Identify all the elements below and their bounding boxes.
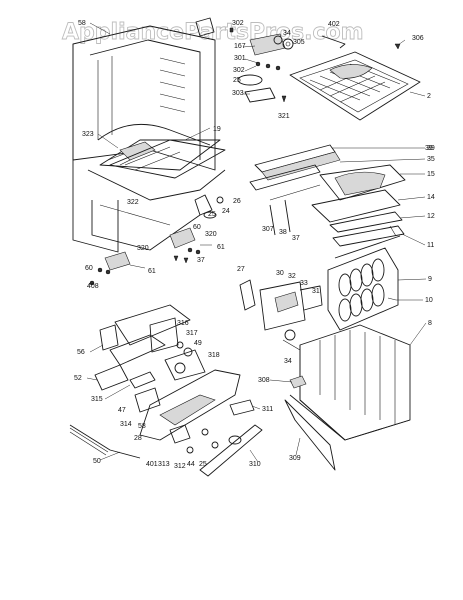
callout-322: 322 xyxy=(127,199,139,206)
callout-320b: 320 xyxy=(137,245,149,252)
callout-25c: 25 xyxy=(199,461,207,468)
callout-9: 9 xyxy=(428,276,432,283)
leader-lines xyxy=(86,22,427,463)
callout-52: 52 xyxy=(74,375,82,382)
callout-11: 11 xyxy=(427,242,434,249)
callout-56: 56 xyxy=(77,349,85,356)
callout-301: 301 xyxy=(234,55,246,62)
callout-60b: 60 xyxy=(85,265,93,272)
callout-314: 314 xyxy=(120,421,132,428)
callout-15: 15 xyxy=(427,171,435,178)
callout-28: 28 xyxy=(134,435,142,442)
callout-25b: 25 xyxy=(208,211,216,218)
callout-labels: 58 39 302 167 301 302 25 303 321 34 305 … xyxy=(74,20,435,470)
callout-408: 408 xyxy=(87,283,99,290)
callout-61b: 61 xyxy=(148,268,156,275)
callout-320: 320 xyxy=(205,231,217,238)
callout-37b: 37 xyxy=(292,235,300,242)
callout-167: 167 xyxy=(234,43,246,50)
callout-31: 31 xyxy=(312,288,320,295)
hinge-hardware xyxy=(89,194,224,286)
callout-30: 30 xyxy=(276,270,284,277)
callout-37: 37 xyxy=(197,257,205,264)
callout-12: 12 xyxy=(427,213,435,220)
dispenser-assembly xyxy=(69,304,263,477)
callout-313: 313 xyxy=(158,461,170,468)
callout-316: 316 xyxy=(177,320,189,327)
callout-310: 310 xyxy=(249,461,261,468)
callout-401: 401 xyxy=(146,461,158,468)
callout-312: 312 xyxy=(174,463,186,470)
callout-309: 309 xyxy=(289,455,301,462)
callout-14: 14 xyxy=(427,194,435,201)
callout-318: 318 xyxy=(208,352,220,359)
callout-302: 302 xyxy=(232,20,244,27)
callout-61: 61 xyxy=(217,244,225,251)
callout-27: 27 xyxy=(237,266,245,273)
callout-34: 34 xyxy=(283,30,291,37)
top-hardware xyxy=(195,17,401,103)
callout-58: 58 xyxy=(78,20,86,27)
callout-39b: 39 xyxy=(427,145,435,152)
callout-305: 305 xyxy=(293,39,305,46)
crisper-drawer-assembly xyxy=(249,144,406,259)
callout-38: 38 xyxy=(279,229,287,236)
callout-317: 317 xyxy=(186,330,198,337)
divider-shelf xyxy=(109,139,226,179)
callout-315: 315 xyxy=(91,396,103,403)
callout-60: 60 xyxy=(193,224,201,231)
callout-311: 311 xyxy=(262,406,273,413)
callout-44: 44 xyxy=(187,461,195,468)
callout-2: 2 xyxy=(427,93,431,100)
callout-19: 19 xyxy=(213,126,221,133)
callout-24: 24 xyxy=(222,208,230,215)
callout-306: 306 xyxy=(412,35,424,42)
callout-49: 49 xyxy=(194,340,202,347)
freezer-basket xyxy=(284,324,411,471)
ice-bucket xyxy=(327,247,399,331)
callout-8: 8 xyxy=(428,320,432,327)
callout-323: 323 xyxy=(82,131,94,138)
callout-39: 39 xyxy=(425,145,433,152)
callout-50: 50 xyxy=(93,458,101,465)
cabinet-assembly xyxy=(72,25,226,253)
ice-maker-mechanism xyxy=(239,279,323,351)
callout-303: 303 xyxy=(232,90,244,97)
callout-47: 47 xyxy=(118,407,126,414)
callout-26: 26 xyxy=(233,198,241,205)
top-shelf xyxy=(289,51,421,121)
callout-321: 321 xyxy=(278,113,290,120)
callout-58b: 58 xyxy=(138,423,146,430)
callout-307: 307 xyxy=(262,226,274,233)
callout-33: 33 xyxy=(300,280,308,287)
callout-35: 35 xyxy=(427,156,435,163)
callout-302b: 302 xyxy=(233,67,245,74)
callout-10: 10 xyxy=(425,297,433,304)
callout-34b: 34 xyxy=(284,358,292,365)
callout-308: 308 xyxy=(258,377,270,384)
callout-402: 402 xyxy=(328,21,340,28)
callout-32: 32 xyxy=(288,273,296,280)
callout-25: 25 xyxy=(233,77,241,84)
